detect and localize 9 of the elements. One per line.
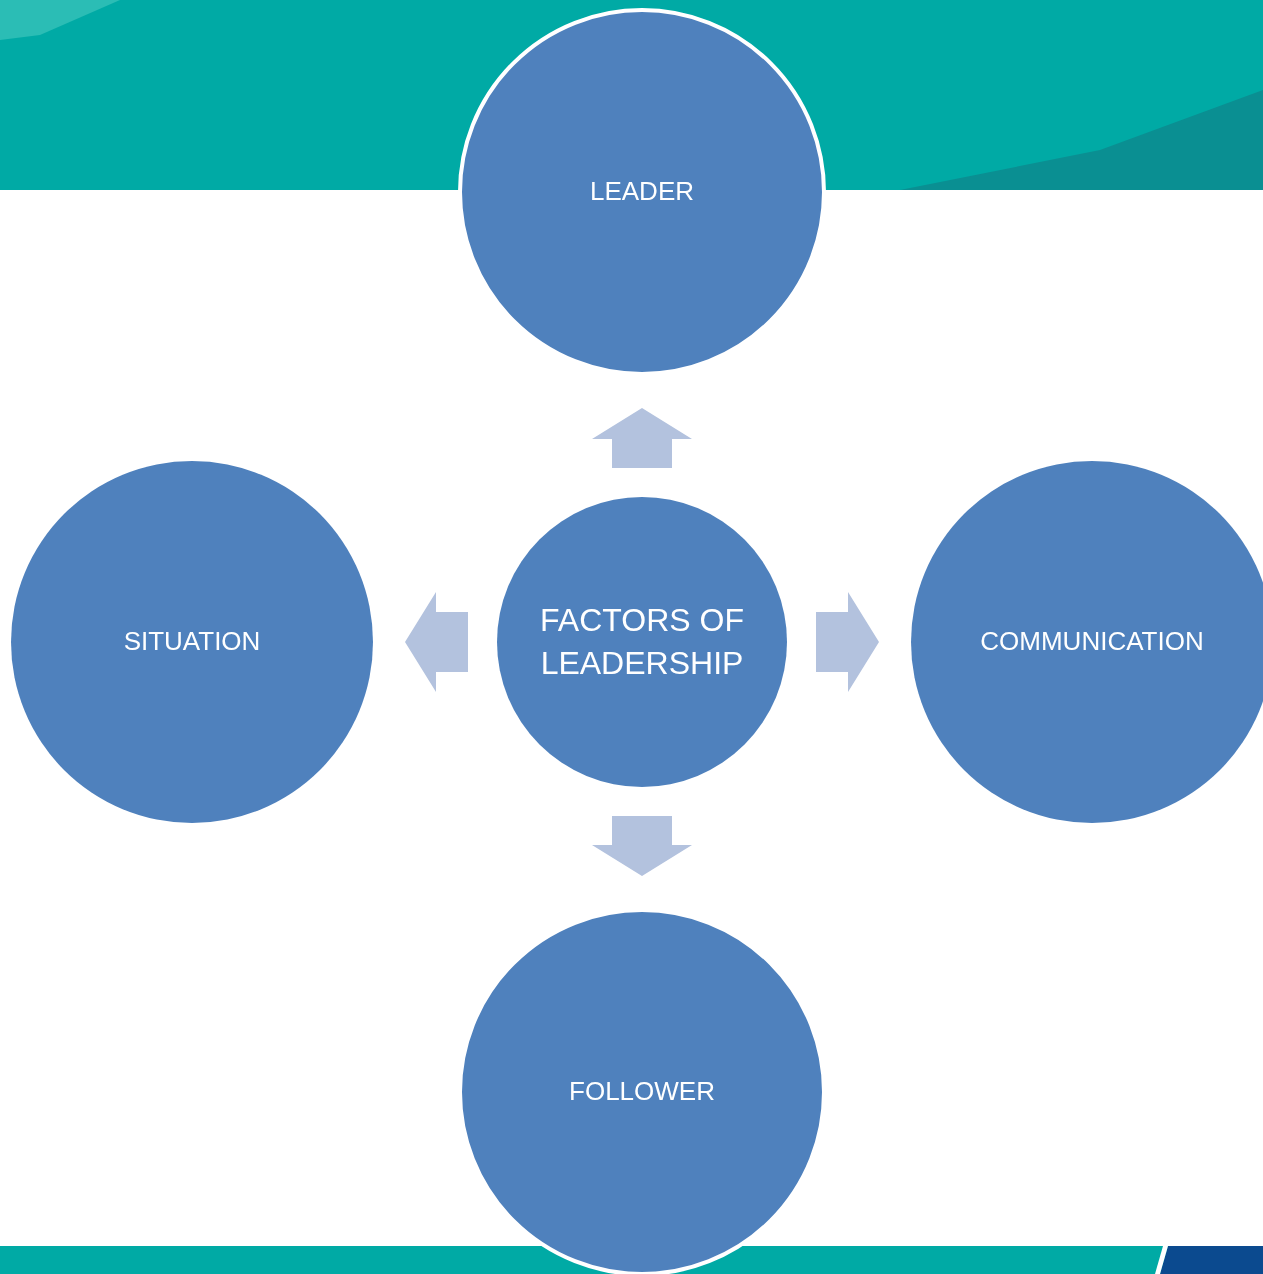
node-label: FACTORS OF LEADERSHIP	[539, 600, 745, 683]
block-arrow	[592, 408, 692, 468]
block-arrow	[405, 592, 468, 692]
node-label: SITUATION	[123, 625, 261, 659]
node-label: LEADER	[589, 175, 694, 209]
block-arrow	[816, 592, 879, 692]
node-label: FOLLOWER	[569, 1075, 715, 1109]
node-label: COMMUNICATION	[980, 625, 1204, 659]
block-arrow	[592, 816, 692, 876]
